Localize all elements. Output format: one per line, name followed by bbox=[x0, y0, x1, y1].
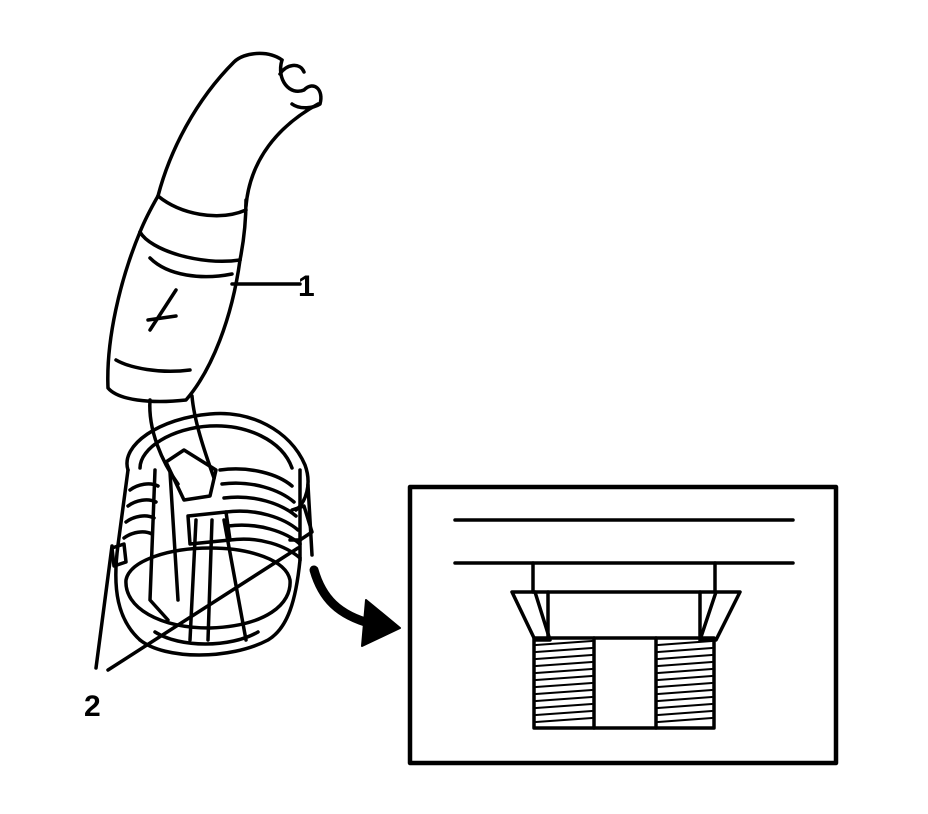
callout-1: 1 bbox=[298, 270, 315, 303]
detail-inset bbox=[407, 484, 839, 766]
thread-hatching bbox=[535, 640, 713, 723]
leader-lines bbox=[94, 282, 302, 672]
socket-receptacle bbox=[110, 411, 314, 657]
callout-2: 2 bbox=[84, 690, 101, 723]
curved-arrow-icon bbox=[309, 565, 401, 647]
bulb-harness bbox=[106, 51, 323, 502]
